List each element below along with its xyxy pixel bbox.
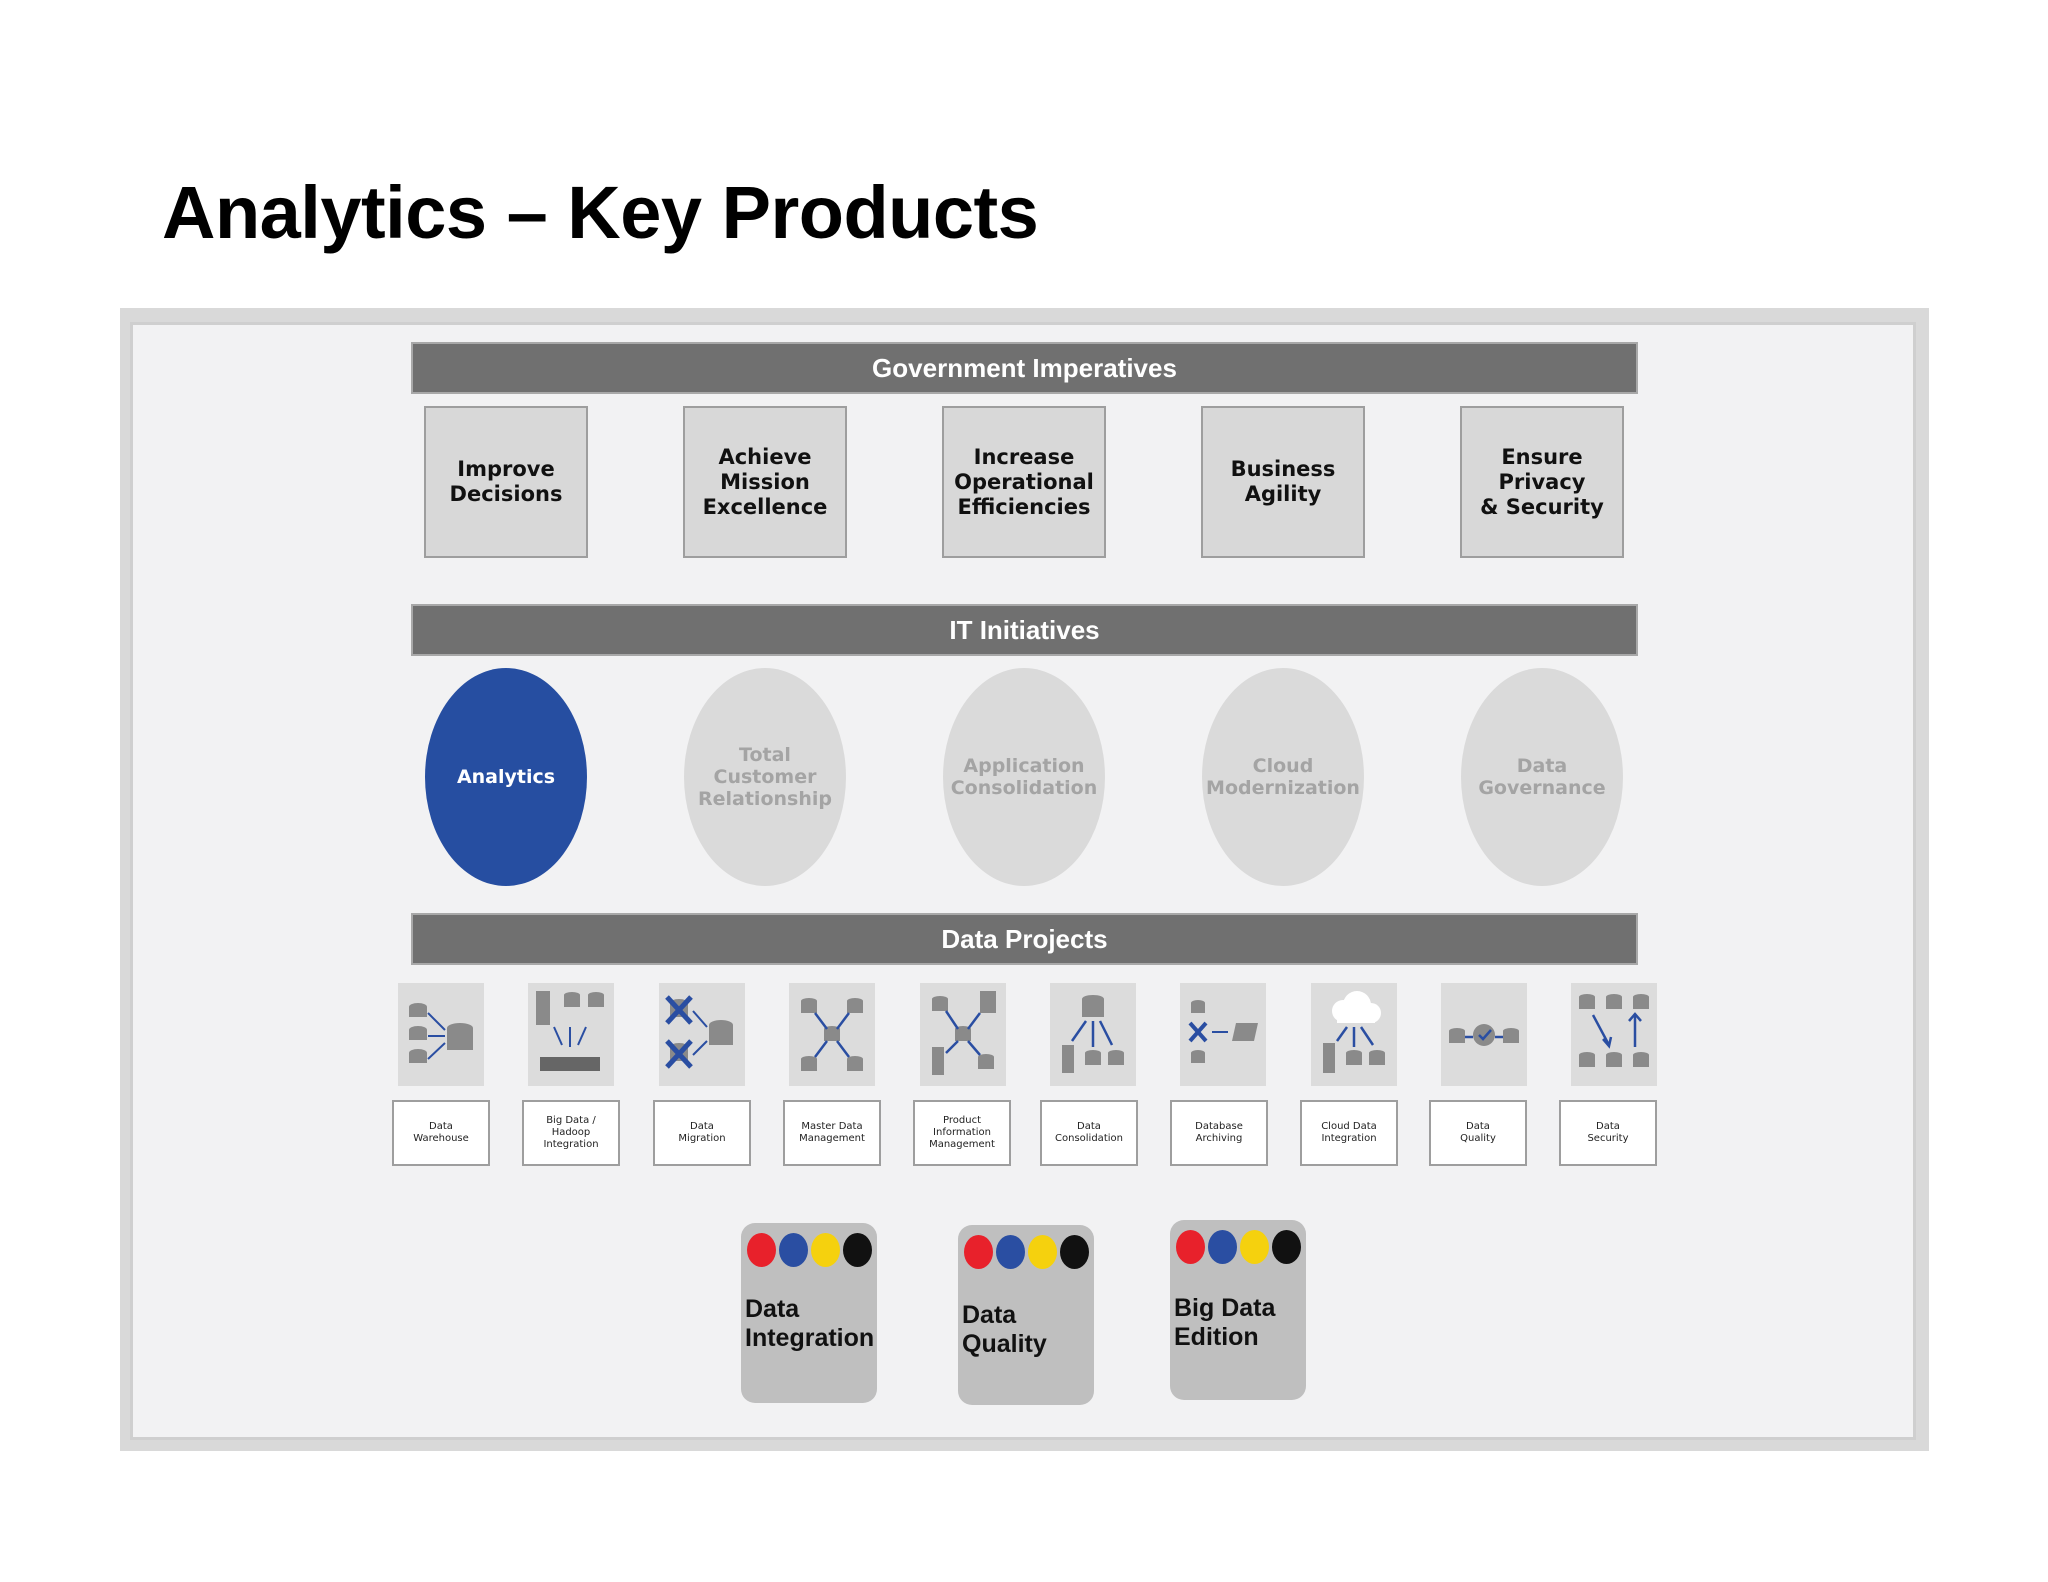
hadoop-icon	[528, 983, 614, 1086]
black-dot	[1272, 1230, 1301, 1264]
blue-dot	[996, 1235, 1025, 1269]
yellow-dot	[1240, 1230, 1269, 1264]
product-name: Data Quality	[962, 1301, 1047, 1358]
yellow-dot	[1028, 1235, 1057, 1269]
product-information-icon	[920, 983, 1006, 1086]
data-migration-icon	[659, 983, 745, 1086]
imperative-business-agility: Business Agility	[1201, 406, 1365, 558]
product-big-data-edition[interactable]: Big Data Edition	[1170, 1220, 1306, 1400]
project-label-data-warehouse: Data Warehouse	[392, 1100, 490, 1166]
project-label-hadoop-integration: Big Data / Hadoop Integration	[522, 1100, 620, 1166]
color-dots	[1176, 1230, 1301, 1264]
initiative-analytics[interactable]: Analytics	[425, 668, 587, 886]
color-dots	[964, 1235, 1089, 1269]
product-data-integration[interactable]: Data Integration	[741, 1223, 877, 1403]
initiative-data-governance[interactable]: Data Governance	[1461, 668, 1623, 886]
yellow-dot	[811, 1233, 840, 1267]
project-label-cloud-data-integration: Cloud Data Integration	[1300, 1100, 1398, 1166]
project-label-database-archiving: Database Archiving	[1170, 1100, 1268, 1166]
imperative-operational-efficiencies: Increase Operational Efficiencies	[942, 406, 1106, 558]
color-dots	[747, 1233, 872, 1267]
project-label-data-quality: Data Quality	[1429, 1100, 1527, 1166]
blue-dot	[1208, 1230, 1237, 1264]
initiative-cloud-modernization[interactable]: Cloud Modernization	[1202, 668, 1364, 886]
data-warehouse-icon	[398, 983, 484, 1086]
data-consolidation-icon	[1050, 983, 1136, 1086]
page-title: Analytics – Key Products	[162, 171, 1039, 254]
red-dot	[747, 1233, 776, 1267]
project-label-data-security: Data Security	[1559, 1100, 1657, 1166]
imperative-mission-excellence: Achieve Mission Excellence	[683, 406, 847, 558]
product-data-quality[interactable]: Data Quality	[958, 1225, 1094, 1405]
initiative-application-consolidation[interactable]: Application Consolidation	[943, 668, 1105, 886]
red-dot	[1176, 1230, 1205, 1264]
black-dot	[1060, 1235, 1089, 1269]
project-label-master-data-management: Master Data Management	[783, 1100, 881, 1166]
database-archiving-icon	[1180, 983, 1266, 1086]
cloud-data-icon	[1311, 983, 1397, 1086]
imperative-improve-decisions: Improve Decisions	[424, 406, 588, 558]
data-security-icon	[1571, 983, 1657, 1086]
black-dot	[843, 1233, 872, 1267]
government-imperatives-header: Government Imperatives	[411, 342, 1638, 394]
project-label-data-consolidation: Data Consolidation	[1040, 1100, 1138, 1166]
data-projects-header: Data Projects	[411, 913, 1638, 965]
initiative-total-customer-relationship[interactable]: Total Customer Relationship	[684, 668, 846, 886]
blue-dot	[779, 1233, 808, 1267]
project-label-data-migration: Data Migration	[653, 1100, 751, 1166]
red-dot	[964, 1235, 993, 1269]
it-initiatives-header: IT Initiatives	[411, 604, 1638, 656]
imperative-privacy-security: Ensure Privacy & Security	[1460, 406, 1624, 558]
data-quality-icon	[1441, 983, 1527, 1086]
project-label-product-information-management: Product Information Management	[913, 1100, 1011, 1166]
product-name: Big Data Edition	[1174, 1294, 1276, 1351]
product-name: Data Integration	[745, 1295, 875, 1352]
master-data-icon	[789, 983, 875, 1086]
